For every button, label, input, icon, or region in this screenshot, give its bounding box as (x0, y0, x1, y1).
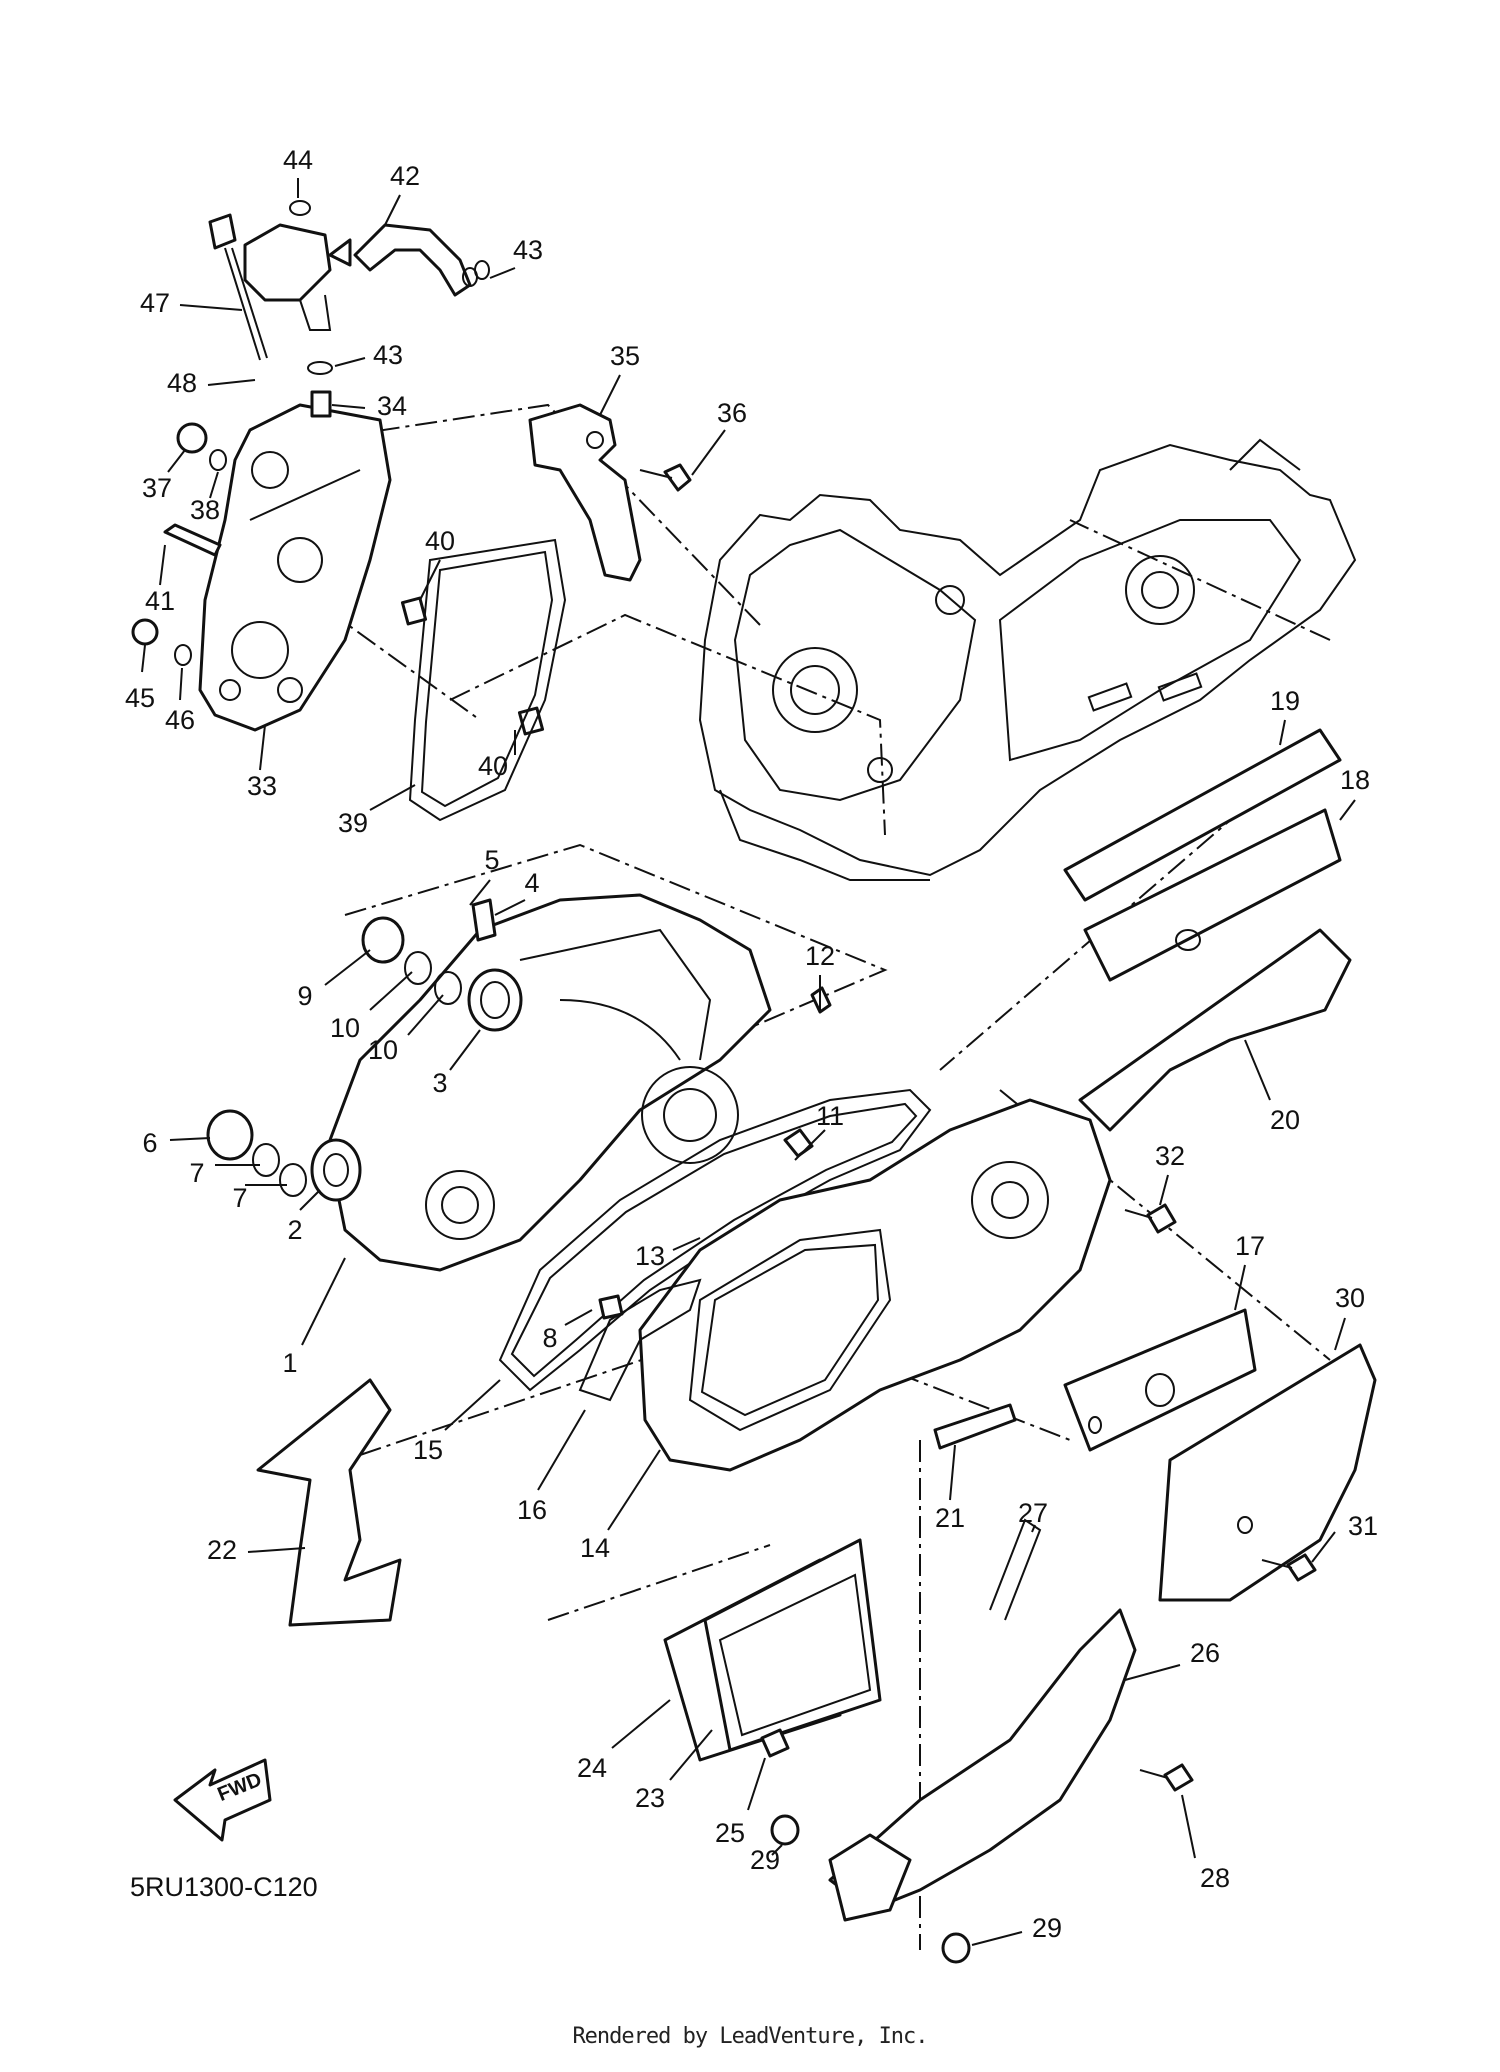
callout-1: 1 (282, 1348, 297, 1378)
water-hose-42 (353, 223, 472, 297)
right-crankcase-cover-33 (198, 403, 392, 732)
callout-43a: 43 (513, 235, 543, 265)
gasket-39 (408, 538, 567, 822)
callout-7a: 7 (189, 1158, 204, 1188)
callout-5: 5 (484, 845, 499, 875)
callout-19: 19 (1270, 686, 1300, 716)
water-pump-housing (243, 223, 352, 331)
callout-4: 4 (524, 868, 539, 898)
callout-25: 25 (715, 1818, 745, 1848)
callout-24: 24 (577, 1753, 607, 1783)
callout-34: 34 (377, 391, 407, 421)
callout-47: 47 (140, 288, 170, 318)
callout-21: 21 (935, 1503, 965, 1533)
callout-23: 23 (635, 1783, 665, 1813)
callout-44: 44 (283, 145, 313, 175)
callout-27: 27 (1018, 1498, 1048, 1528)
callout-16: 16 (517, 1495, 547, 1525)
callout-17: 17 (1235, 1231, 1265, 1261)
transmission-cover-14 (638, 1098, 1112, 1472)
bracket-35 (528, 403, 692, 582)
callout-18: 18 (1340, 765, 1370, 795)
crankcase (698, 438, 1357, 881)
lower-parts (256, 1378, 1137, 1922)
dipstick-47 (208, 213, 268, 361)
callout-40a: 40 (425, 526, 455, 556)
bolts-lower (760, 1203, 1317, 1964)
callout-39: 39 (338, 808, 368, 838)
callout-36: 36 (717, 398, 747, 428)
callout-42: 42 (390, 161, 420, 191)
fwd-arrow-icon: FWD (173, 1758, 272, 1842)
callout-38: 38 (190, 495, 220, 525)
callouts: 44 42 43 47 43 35 48 34 36 37 38 40 41 4… (125, 145, 1378, 1946)
callout-29b: 29 (1032, 1913, 1062, 1943)
callout-22: 22 (207, 1535, 237, 1565)
callout-35: 35 (610, 341, 640, 371)
callout-12: 12 (805, 941, 835, 971)
callout-10b: 10 (368, 1035, 398, 1065)
callout-28: 28 (1200, 1863, 1230, 1893)
callout-6: 6 (142, 1128, 157, 1158)
callout-37: 37 (142, 473, 172, 503)
callout-20: 20 (1270, 1105, 1300, 1135)
callout-11: 11 (816, 1101, 844, 1131)
callout-31: 31 (1348, 1511, 1378, 1541)
cover-pads-right (1063, 728, 1377, 1602)
callout-33: 33 (247, 771, 277, 801)
callout-29a: 29 (750, 1845, 780, 1875)
callout-48: 48 (167, 368, 197, 398)
callout-7b: 7 (232, 1183, 247, 1213)
callout-8: 8 (542, 1323, 557, 1353)
gasket-15 (498, 1088, 932, 1392)
small-hardware-left (131, 200, 545, 736)
seals-and-plugs (206, 898, 832, 1320)
callout-41: 41 (145, 586, 175, 616)
callout-32: 32 (1155, 1141, 1185, 1171)
callout-46: 46 (165, 705, 195, 735)
callout-9: 9 (297, 981, 312, 1011)
callout-2: 2 (287, 1215, 302, 1245)
callout-40b: 40 (478, 751, 508, 781)
diagram-reference-code: 5RU1300-C120 (130, 1872, 318, 1902)
render-credit: Rendered by LeadVenture, Inc. (572, 2024, 928, 2049)
callout-30: 30 (1335, 1283, 1365, 1313)
callout-26: 26 (1190, 1638, 1220, 1668)
callout-43b: 43 (373, 340, 403, 370)
callout-13: 13 (635, 1241, 665, 1271)
crankcase-cover-1 (328, 893, 772, 1272)
callout-10a: 10 (330, 1013, 360, 1043)
callout-14: 14 (580, 1533, 610, 1563)
callout-15: 15 (413, 1435, 443, 1465)
callout-45: 45 (125, 683, 155, 713)
callout-3: 3 (432, 1068, 447, 1098)
